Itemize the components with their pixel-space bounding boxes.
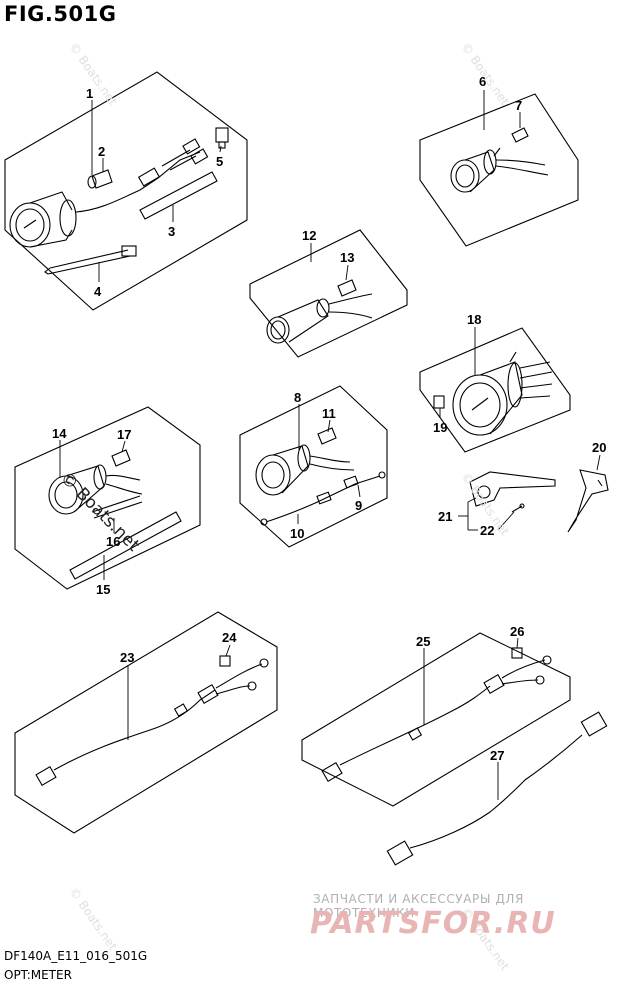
- harness-9-icon: [260, 471, 386, 526]
- callout-11: 11: [322, 406, 336, 421]
- bulb-5-icon: [215, 127, 229, 149]
- panel-25: [301, 632, 571, 807]
- bracket-21-icon: [469, 471, 556, 507]
- callout-21: 21: [438, 509, 452, 524]
- bulb-11-icon: [317, 427, 337, 445]
- panel-6: [419, 93, 579, 247]
- callout-24: 24: [222, 630, 237, 645]
- section-name: OPT:METER: [4, 968, 72, 982]
- callout-12: 12: [302, 228, 316, 243]
- callout-27: 27: [490, 748, 504, 763]
- bulb-13-icon: [337, 279, 357, 297]
- callout-20: 20: [592, 440, 606, 455]
- bulb-7-icon: [511, 127, 529, 143]
- panel-1: [4, 71, 248, 311]
- harness-25-icon: [321, 655, 552, 782]
- callout-18: 18: [467, 312, 481, 327]
- panel-23: [14, 611, 278, 834]
- callout-14: 14: [52, 426, 67, 441]
- figure-title: FIG.501G: [4, 2, 117, 26]
- screw-22-icon: [511, 503, 525, 513]
- callout-5: 5: [216, 154, 223, 169]
- advertisement-logo: PARTSFOR.RU: [310, 906, 556, 941]
- callout-8: 8: [294, 390, 301, 405]
- callout-3: 3: [168, 224, 175, 239]
- gauge-1-icon: [9, 138, 209, 248]
- callout-1: 1: [86, 86, 93, 101]
- bulb-17-icon: [111, 449, 131, 467]
- hose-3-icon: [139, 171, 218, 220]
- callout-15: 15: [96, 582, 110, 597]
- gauge-14-icon: [48, 464, 143, 515]
- callout-13: 13: [340, 250, 354, 265]
- gauge-18-icon: [452, 351, 553, 436]
- hose-15-icon: [69, 511, 182, 580]
- panel-8: [239, 385, 388, 548]
- leader-lines: [59, 90, 601, 800]
- model-code: DF140A_E11_016_501G: [4, 949, 148, 963]
- part-16-icon: [91, 495, 143, 519]
- callout-6: 6: [479, 74, 486, 89]
- callout-19: 19: [433, 420, 447, 435]
- panel-12: [249, 229, 408, 358]
- advertisement-text: ЗАПЧАСТИ И АКСЕССУАРЫ ДЛЯ МОТОТЕХНИКИ: [313, 892, 524, 920]
- callout-22: 22: [480, 523, 494, 538]
- callout-16: 16: [106, 534, 120, 549]
- gauge-6-icon: [450, 147, 549, 193]
- callout-23: 23: [120, 650, 134, 665]
- callout-25: 25: [416, 634, 430, 649]
- gauge-12-icon: [266, 293, 373, 344]
- bracket-20-icon: [567, 469, 609, 533]
- callout-4: 4: [94, 284, 102, 299]
- callout-17: 17: [117, 427, 131, 442]
- part-24-icon: [219, 655, 231, 667]
- callout-7: 7: [515, 98, 522, 113]
- bulb-19-icon: [433, 395, 445, 409]
- panel-14: [14, 406, 201, 590]
- callout-10: 10: [290, 526, 304, 541]
- harness-23-icon: [35, 658, 269, 786]
- gauge-8-icon: [255, 444, 355, 496]
- callout-9: 9: [355, 498, 362, 513]
- callout-2: 2: [98, 144, 105, 159]
- tie-4-icon: [44, 245, 137, 275]
- callout-26: 26: [510, 624, 524, 639]
- extension-27-icon: [386, 711, 608, 866]
- panel-18: [419, 327, 571, 453]
